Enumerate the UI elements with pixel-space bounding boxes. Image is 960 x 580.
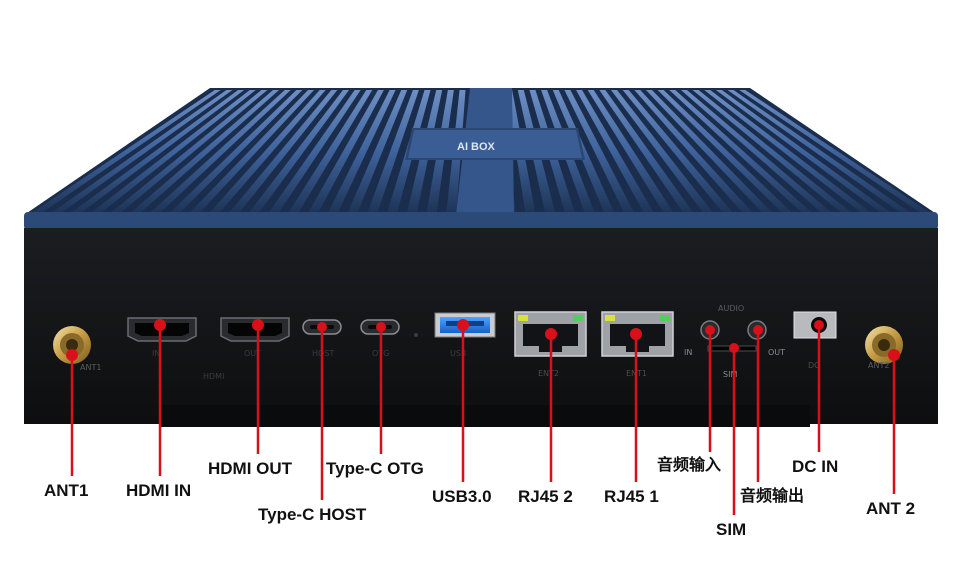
eth2-marking: ENT2 — [538, 369, 559, 378]
callout-label-ant1: ANT1 — [44, 481, 89, 500]
callout-dot-hdmi-out — [252, 319, 264, 331]
dc-marking: DC — [808, 361, 820, 370]
sim-marking: SIM — [723, 370, 737, 379]
callout-label-rj45-1: RJ45 1 — [604, 487, 659, 506]
heatsink-fin — [704, 90, 871, 212]
heatsink-fin — [170, 90, 303, 212]
callout-label-hdmi-out: HDMI OUT — [208, 459, 293, 478]
hdmi-group-marking: HDMI — [203, 372, 224, 381]
callout-dot-rj45-1 — [630, 328, 642, 340]
hdmi-out-marking: OUT — [244, 349, 261, 358]
heatsink-fin — [669, 90, 811, 212]
callout-label-typec-otg: Type-C OTG — [326, 459, 424, 478]
heatsink-lip — [24, 212, 938, 230]
heatsink-fin — [727, 90, 910, 212]
usb-marking: USB — [450, 349, 466, 358]
heatsink-fin — [288, 90, 373, 212]
callout-dot-ant2 — [888, 349, 900, 361]
heatsink-fin — [576, 90, 654, 212]
callout-dot-usb30 — [457, 319, 469, 331]
ant1-marking: ANT1 — [80, 363, 101, 372]
ant2-marking: ANT2 — [868, 361, 889, 370]
heatsink-fin — [587, 90, 674, 212]
heatsink-fin — [739, 90, 930, 212]
heatsink-fin — [249, 90, 349, 212]
heatsink-fin — [131, 90, 280, 212]
callout-label-hdmi-in: HDMI IN — [126, 481, 192, 500]
heatsink-fin — [52, 90, 233, 212]
heatsink-fin — [229, 90, 338, 212]
status-led — [414, 333, 418, 337]
callout-dot-typec-otg — [376, 322, 386, 332]
callout-dot-audio-out — [753, 325, 763, 335]
heatsink-fin — [72, 90, 245, 212]
heatsink-fin — [32, 90, 221, 212]
badge-text: AI BOX — [457, 141, 496, 153]
heatsink: AI BOX — [24, 88, 938, 215]
callout-dot-audio-in — [705, 325, 715, 335]
ant1-connector — [53, 326, 91, 364]
heatsink-fin — [210, 90, 326, 212]
callout-dots — [66, 319, 900, 361]
heatsink-fin — [564, 90, 634, 212]
callout-label-audio-out: 音频输出 — [740, 488, 805, 505]
heatsink-fin — [599, 90, 693, 212]
callout-label-usb30: USB3.0 — [432, 487, 492, 506]
heatsink-fin — [645, 90, 772, 212]
heatsink-fin — [367, 90, 419, 212]
callout-label-rj45-2: RJ45 2 — [518, 487, 573, 506]
heatsink-fin — [151, 90, 291, 212]
heatsink-fin — [715, 90, 890, 212]
callout-dot-rj45-2 — [545, 328, 557, 340]
callout-label-ant2: ANT 2 — [866, 499, 916, 518]
heatsink-fin — [308, 90, 384, 212]
heatsink-fin — [328, 90, 396, 212]
heatsink-fin — [692, 90, 851, 212]
heatsink-fin — [269, 90, 361, 212]
callout-dot-sim — [729, 343, 739, 353]
heatsink-fin — [622, 90, 733, 212]
callout-label-dc-in: DC IN — [792, 457, 839, 476]
hdmi-in-marking: IN — [152, 349, 160, 358]
heatsink-fin — [552, 90, 615, 212]
callout-label-sim: SIM — [716, 520, 747, 539]
callout-lines — [70, 325, 896, 515]
callout-label-audio-in: 音频输入 — [657, 457, 722, 474]
audio-in-marking: IN — [684, 348, 692, 357]
heatsink-fin — [190, 90, 315, 212]
heatsink-fin — [611, 90, 713, 212]
callout-label-typec-host: Type-C HOST — [258, 505, 367, 524]
callout-dot-hdmi-in — [154, 319, 166, 331]
callout-dot-typec-host — [317, 322, 327, 332]
usb30-port — [434, 312, 496, 338]
heatsink-fin — [347, 90, 408, 212]
audio-marking: AUDIO — [718, 304, 744, 313]
heatsink-fin — [680, 90, 831, 212]
callout-dot-dc-in — [814, 320, 824, 330]
heatsink-fin — [111, 90, 268, 212]
heatsink-fin — [634, 90, 752, 212]
heatsink-fin — [91, 90, 256, 212]
audio-out-marking: OUT — [768, 348, 785, 357]
center-plate-face — [408, 130, 582, 158]
heatsink-fin — [657, 90, 792, 212]
callout-dot-ant1 — [66, 349, 78, 361]
